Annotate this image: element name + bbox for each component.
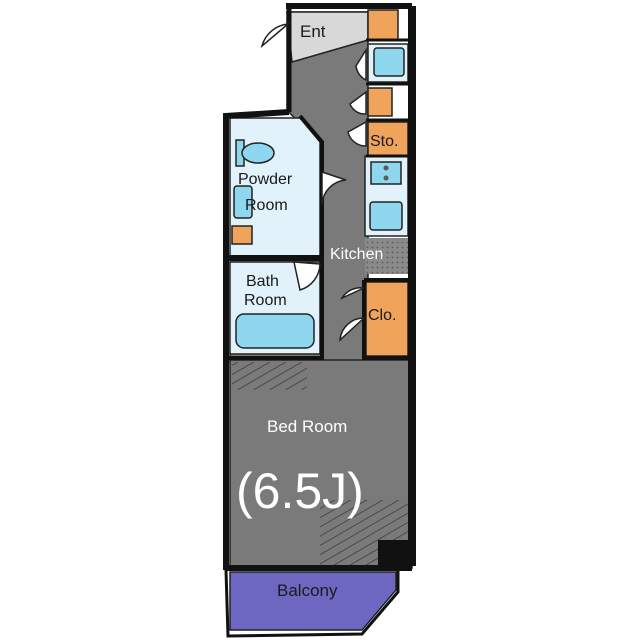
label-bedroom: Bed Room bbox=[267, 417, 347, 436]
washer-icon bbox=[373, 47, 405, 77]
label-storage: Sto. bbox=[370, 133, 398, 150]
closet-door-upper bbox=[340, 286, 367, 300]
sto-door bbox=[347, 120, 367, 147]
cabinet-small bbox=[367, 87, 393, 117]
label-closet: Clo. bbox=[368, 307, 396, 324]
label-bedroom-size: (6.5J) bbox=[236, 463, 364, 519]
label-powder-1: Powder bbox=[238, 171, 293, 188]
bathtub-icon bbox=[235, 313, 315, 349]
label-balcony: Balcony bbox=[277, 581, 338, 600]
powder-cabinet bbox=[231, 225, 253, 245]
closet-door-lower bbox=[339, 317, 366, 342]
cabinet-door bbox=[349, 90, 367, 115]
washer-door bbox=[355, 47, 367, 82]
label-powder-2: Room bbox=[245, 197, 288, 214]
stove-icon bbox=[370, 161, 402, 185]
powder-door bbox=[321, 170, 347, 205]
shoe-cabinet bbox=[367, 9, 399, 41]
bath-door bbox=[293, 261, 321, 291]
toilet-bowl-icon bbox=[241, 142, 275, 164]
label-bath-2: Room bbox=[244, 292, 287, 309]
sink-icon bbox=[369, 201, 403, 231]
entrance-door bbox=[260, 23, 291, 49]
balcony-floor bbox=[229, 571, 397, 631]
burner-icon bbox=[383, 165, 389, 171]
washbasin-icon bbox=[233, 185, 253, 219]
fridge-space bbox=[365, 238, 408, 274]
label-kitchen: Kitchen bbox=[330, 246, 383, 263]
label-bath-1: Bath bbox=[246, 273, 279, 290]
doors bbox=[260, 23, 367, 342]
walls bbox=[223, 3, 416, 638]
bedroom-hatch-top bbox=[232, 362, 307, 390]
label-entrance: Ent bbox=[300, 22, 326, 41]
burner-icon bbox=[383, 175, 389, 181]
